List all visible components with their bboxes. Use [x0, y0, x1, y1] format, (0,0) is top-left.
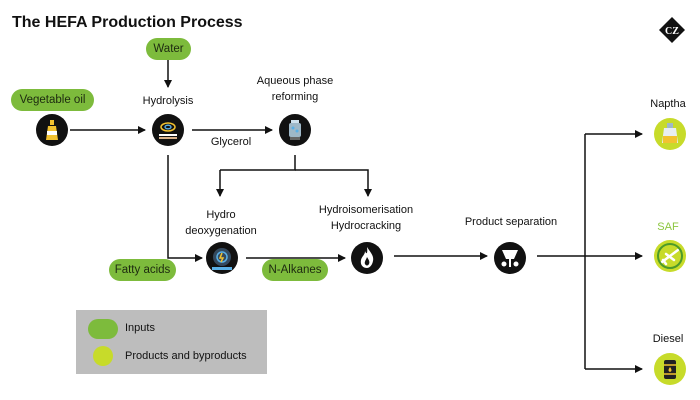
label-aqueous-line2: reforming [271, 91, 319, 103]
label-hydro-line2: deoxygenation [185, 225, 257, 237]
aqueous-reforming-icon [279, 114, 311, 146]
aqueous-split-line [220, 155, 296, 171]
label-aqueous-line1: Aqueous phase [256, 75, 334, 87]
label-hydro-line1: Hydro [206, 209, 236, 221]
diesel-barrel-icon [654, 353, 686, 385]
hydrocracking-flame-icon [351, 242, 383, 274]
arrow-to-hydroisomerisation [295, 169, 372, 197]
input-vegetable-oil: Vegetable oil [11, 89, 94, 111]
saf-airplane-icon [654, 240, 686, 272]
legend-products-swatch [93, 346, 113, 366]
logo-text: CZ [665, 26, 679, 37]
hydrolysis-icon [152, 114, 184, 146]
cz-logo: CZ [658, 16, 686, 44]
label-hydroiso-line2: Hydrocracking [330, 220, 402, 232]
label-aqueous-phase: Aqueous phase reforming [245, 73, 345, 105]
label-hydroiso-line1: Hydroisomerisation [318, 204, 414, 216]
legend-products-label: Products and byproducts [125, 350, 247, 362]
label-glycerol: Glycerol [210, 136, 252, 148]
label-diesel: Diesel [652, 333, 684, 345]
input-fatty-acids: Fatty acids [109, 259, 176, 281]
page-title: The HEFA Production Process [12, 14, 243, 31]
vegetable-oil-bottle-icon [36, 114, 68, 146]
hydro-deoxygenation-icon [206, 242, 238, 274]
input-n-alkanes: N-Alkanes [262, 259, 328, 281]
label-product-separation: Product separation [464, 216, 558, 228]
label-naptha: Naptha [650, 98, 686, 110]
naptha-flask-icon [654, 118, 686, 150]
label-hydrolysis: Hydrolysis [142, 95, 194, 107]
label-hydro-deoxygenation: Hydro deoxygenation [176, 207, 266, 239]
arrow-fatty-acids [167, 155, 203, 262]
legend-inputs-label: Inputs [125, 322, 155, 334]
legend-inputs-swatch [88, 319, 118, 339]
label-hydroisomerisation: Hydroisomerisation Hydrocracking [308, 202, 424, 234]
label-saf: SAF [657, 221, 679, 233]
product-separation-icon [494, 242, 526, 274]
legend: Inputs Products and byproducts [76, 310, 267, 374]
input-water: Water [146, 38, 191, 60]
